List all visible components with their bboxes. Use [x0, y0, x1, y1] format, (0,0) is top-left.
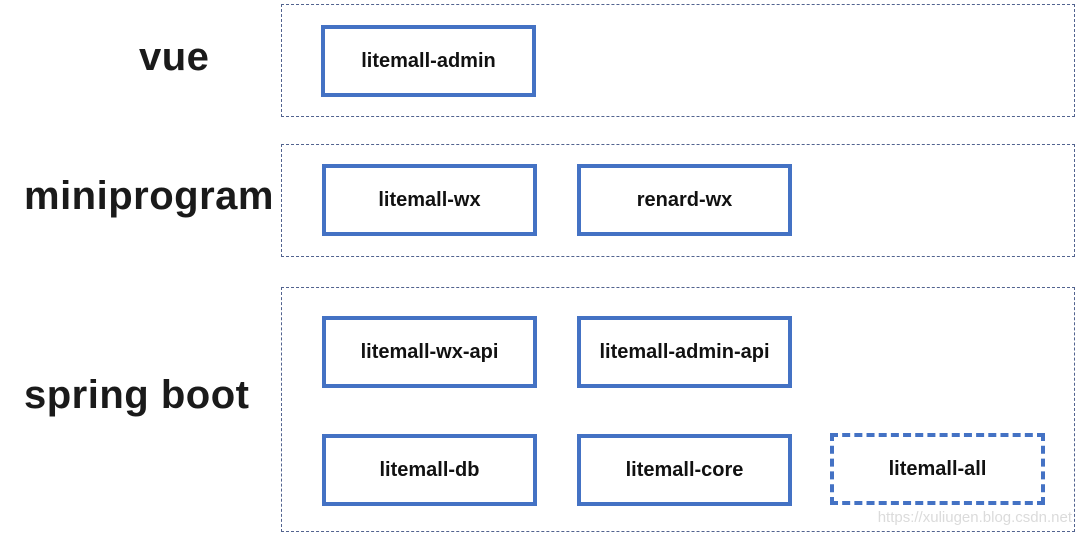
- module-box-litemall-admin: litemall-admin: [321, 25, 536, 97]
- watermark-text: https://xuliugen.blog.csdn.net: [877, 509, 1072, 526]
- module-box-litemall-admin-api: litemall-admin-api: [577, 316, 792, 388]
- layer-container-miniprogram: [281, 144, 1075, 257]
- layer-container-vue: [281, 4, 1075, 117]
- module-box-litemall-wx: litemall-wx: [322, 164, 537, 236]
- module-box-litemall-core: litemall-core: [577, 434, 792, 506]
- layer-label-miniprogram: miniprogram: [24, 174, 274, 218]
- layer-label-spring-boot: spring boot: [24, 373, 250, 417]
- module-box-litemall-wx-api: litemall-wx-api: [322, 316, 537, 388]
- module-box-litemall-db: litemall-db: [322, 434, 537, 506]
- layer-container-spring-boot: [281, 287, 1075, 532]
- module-box-litemall-all: litemall-all: [830, 433, 1045, 505]
- module-box-renard-wx: renard-wx: [577, 164, 792, 236]
- layer-label-vue: vue: [139, 35, 210, 79]
